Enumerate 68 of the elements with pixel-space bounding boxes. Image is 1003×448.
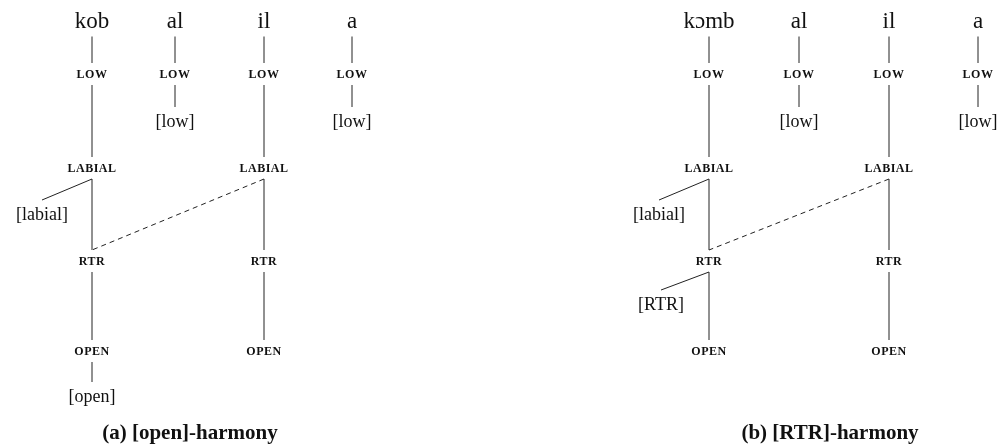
feature-node-label: LOW [691,63,727,85]
feature-node-label: OPEN [689,340,729,362]
association-line [708,36,710,64]
feature-node-label: LOW [781,63,817,85]
segment-text: kɔmb [681,3,737,37]
association-line [708,178,710,251]
feature-value: [low] [956,107,1000,135]
association-line [658,178,710,201]
association-line [798,36,800,64]
feature-value: [labial] [631,200,687,228]
association-line [798,84,800,108]
feature-node-label: LABIAL [862,157,916,179]
feature-node-label: LOW [871,63,907,85]
association-line [977,36,979,64]
feature-value: [low] [330,107,374,135]
association-line [708,84,710,158]
association-line [708,271,710,341]
association-line [888,271,890,341]
segment-text: a [344,3,360,37]
feature-node-label: LABIAL [682,157,736,179]
caption: (a) [open]-harmony [102,419,278,445]
dashed-association-line [91,178,265,251]
association-line [351,84,353,108]
feature-node-label: RTR [873,250,905,272]
association-line [888,36,890,64]
association-line [263,36,265,64]
segment-text: il [880,3,898,37]
association-line [91,361,93,383]
association-line [263,271,265,341]
caption: (b) [RTR]-harmony [741,419,919,445]
segment-text: kob [72,3,112,37]
segment-text: al [788,3,810,37]
feature-value: [labial] [14,200,70,228]
feature-node-label: RTR [76,250,108,272]
association-line [91,178,93,251]
feature-value: [RTR] [636,290,686,318]
feature-node-label: LOW [960,63,996,85]
association-line [174,36,176,64]
feature-node-label: OPEN [72,340,112,362]
feature-node-label: LABIAL [65,157,119,179]
segment-text: a [970,3,986,37]
association-line [351,36,353,64]
feature-node-label: LOW [334,63,370,85]
association-line [263,178,265,251]
association-line [888,178,890,251]
feature-node-label: RTR [248,250,280,272]
feature-node-label: LOW [246,63,282,85]
feature-node-label: OPEN [869,340,909,362]
association-line [263,84,265,158]
feature-node-label: LOW [157,63,193,85]
association-line [91,271,93,341]
association-line [91,36,93,64]
segment-text: il [255,3,273,37]
association-line [977,84,979,108]
association-line [41,178,93,201]
segment-text: al [164,3,186,37]
feature-node-label: OPEN [244,340,284,362]
feature-node-label: RTR [693,250,725,272]
association-line [888,84,890,158]
association-line [174,84,176,108]
association-line [660,271,710,291]
association-line [91,84,93,158]
feature-value: [low] [153,107,197,135]
dashed-association-line [708,178,890,251]
feature-value: [open] [66,382,118,410]
feature-node-label: LABIAL [237,157,291,179]
feature-node-label: LOW [74,63,110,85]
feature-value: [low] [777,107,821,135]
